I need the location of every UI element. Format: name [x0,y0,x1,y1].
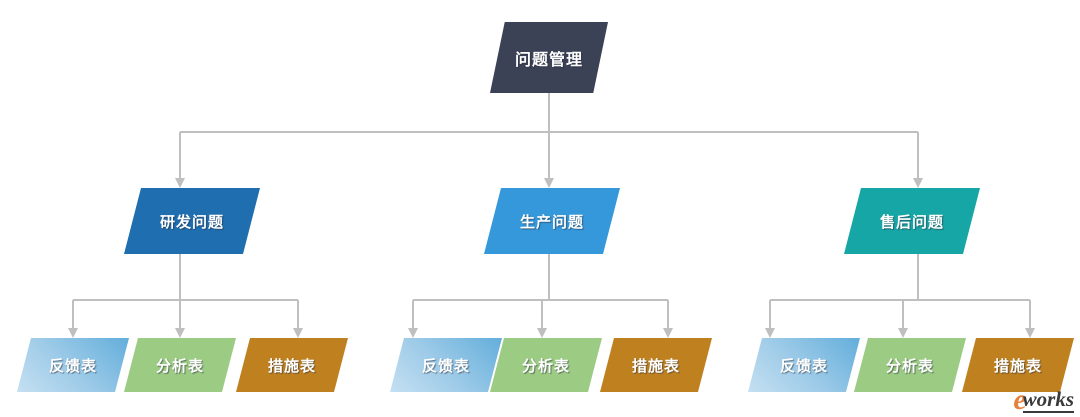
leaf-node-measure[interactable]: 措施表 [236,338,348,392]
leaf-node-analysis[interactable]: 分析表 [124,338,236,392]
eworks-watermark-logo: e works [1013,383,1074,416]
node-l2-label: 售后问题 [879,213,944,231]
leaf-node-label: 反馈表 [779,357,828,375]
leaf-node-label: 分析表 [885,357,934,375]
leaf-node-label: 措施表 [993,357,1042,375]
leaf-node-label: 反馈表 [48,357,97,375]
leaf-node-label: 分析表 [521,357,570,375]
node-root-label: 问题管理 [514,51,583,69]
node-l2-rd-problem[interactable]: 研发问题 [124,188,260,254]
leaf-node-feedback[interactable]: 反馈表 [748,338,860,392]
leaf-node-label: 措施表 [267,357,316,375]
leaf-node-analysis[interactable]: 分析表 [854,338,966,392]
leaf-node-feedback[interactable]: 反馈表 [17,338,129,392]
eworks-wordmark: works [1022,387,1074,413]
node-l2-aftersales-problem[interactable]: 售后问题 [844,188,980,254]
node-root-problem-management[interactable]: 问题管理 [490,22,608,93]
node-l2-label: 研发问题 [159,213,224,231]
eworks-e-icon: e [1013,383,1027,416]
leaf-node-label: 分析表 [155,357,204,375]
leaf-node-feedback[interactable]: 反馈表 [390,338,502,392]
leaf-node-measure[interactable]: 措施表 [600,338,712,392]
leaf-node-label: 反馈表 [421,357,470,375]
leaf-node-label: 措施表 [631,357,680,375]
leaf-node-analysis[interactable]: 分析表 [490,338,602,392]
node-l2-production-problem[interactable]: 生产问题 [484,188,620,254]
node-l2-label: 生产问题 [519,213,584,231]
